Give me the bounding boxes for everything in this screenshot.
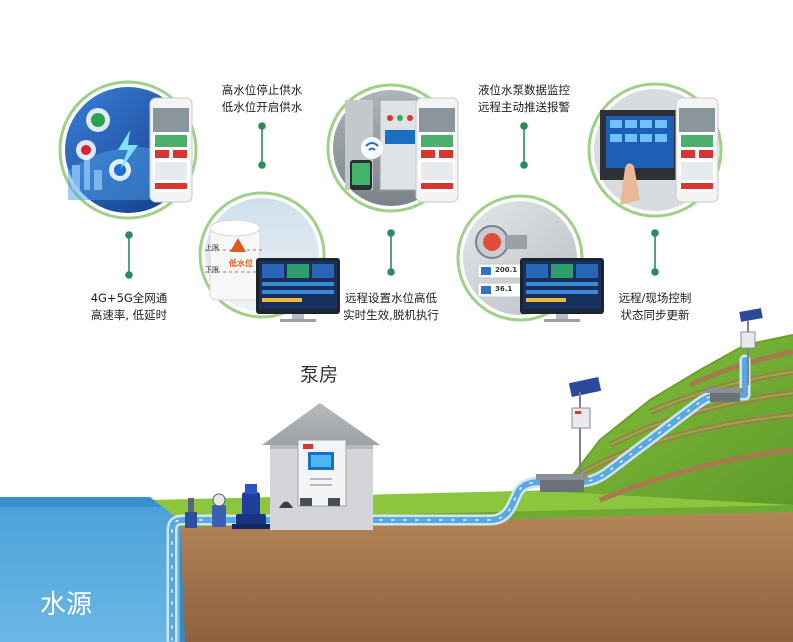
pump-readout-2: 36.1 <box>495 285 513 293</box>
monitor-mockup-1 <box>256 258 340 322</box>
tank-upper-mark: 上限 <box>205 244 219 252</box>
tank-badge: 低水位 <box>229 259 253 268</box>
phone-mockup-2 <box>415 97 459 203</box>
feature-label-sync: 远程/现场控制 状态同步更新 <box>600 290 710 324</box>
feature-label-monitoring: 液位水泵数据监控 远程主动推送报警 <box>466 82 582 116</box>
solar-station-1 <box>536 377 602 492</box>
flow-meter <box>185 493 226 528</box>
feature-label-line1: 远程/现场控制 <box>618 291 692 305</box>
phone-mockup-1 <box>149 97 193 203</box>
feature-label-line1: 远程设置水位高低 <box>345 291 437 305</box>
water-pipeline <box>166 354 751 642</box>
pump-readout-1: 200.1 <box>495 266 518 274</box>
water-source-label: 水源 <box>40 590 93 620</box>
water-body <box>0 497 185 642</box>
ground-soil <box>150 510 793 642</box>
feature-label-network: 4G+5G全网通 高速率, 低延时 <box>74 290 184 324</box>
feature-label-remote-setting: 远程设置水位高低 实时生效,脱机执行 <box>331 290 451 324</box>
feature-label-line1: 高水位停止供水 <box>221 83 303 97</box>
feature-label-line2: 状态同步更新 <box>620 308 690 322</box>
tank-lower-mark: 下限 <box>205 266 219 274</box>
pump-house-label: 泵房 <box>300 364 339 386</box>
feature-label-line1: 4G+5G全网通 <box>90 291 168 305</box>
phone-mockup-3 <box>675 97 719 203</box>
water-pump <box>232 484 270 529</box>
feature-label-line1: 液位水泵数据监控 <box>478 83 570 97</box>
feature-label-line2: 低水位开启供水 <box>221 100 303 114</box>
pump-house <box>262 403 380 530</box>
feature-label-line2: 实时生效,脱机执行 <box>343 308 439 322</box>
feature-label-level-control: 高水位停止供水 低水位开启供水 <box>207 82 317 116</box>
monitor-mockup-2 <box>520 258 604 322</box>
solar-station-2 <box>706 308 763 402</box>
feature-label-line2: 远程主动推送报警 <box>478 100 570 114</box>
feature-label-line2: 高速率, 低延时 <box>90 308 168 322</box>
